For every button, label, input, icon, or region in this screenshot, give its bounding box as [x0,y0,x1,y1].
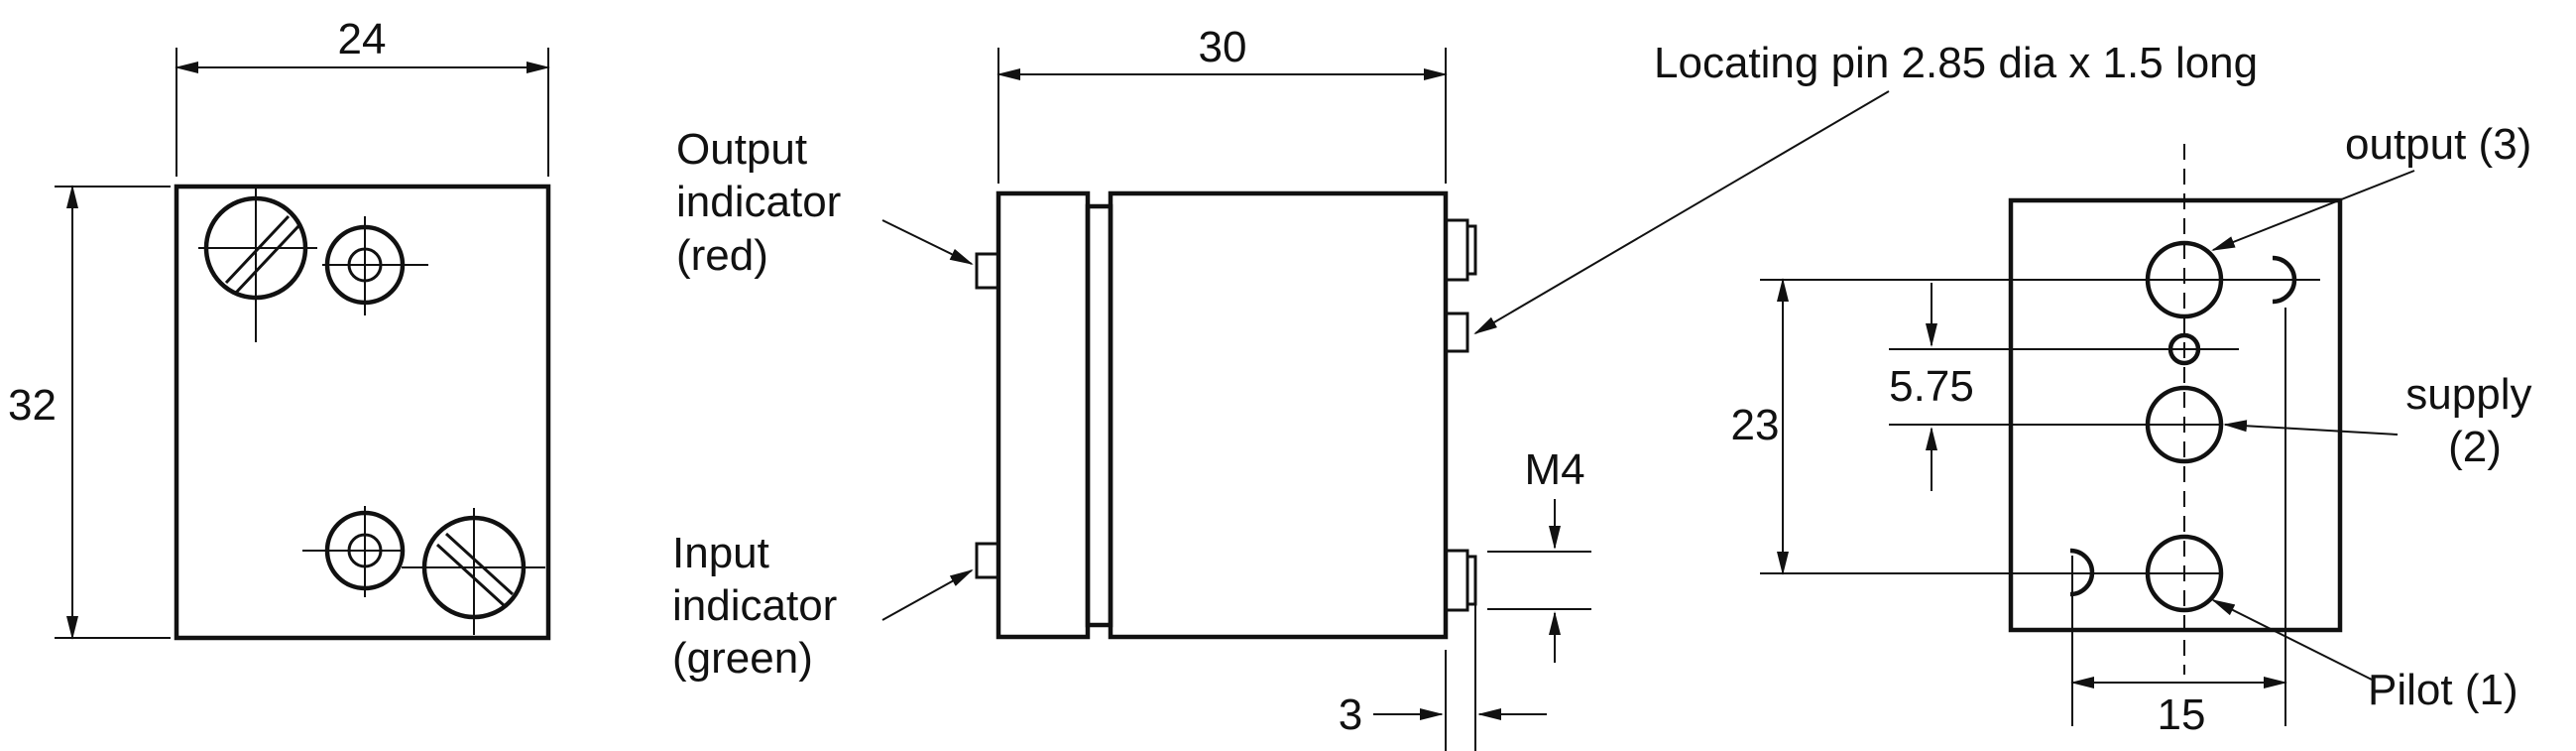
dimension-pin-offset: 3 [1339,690,1362,739]
slotted-screw-top [198,188,317,342]
front-view: 24 32 [8,15,551,641]
input-indicator-line1: Input [672,529,769,577]
port-top-right [322,216,428,315]
dimension-rear-spacing: 23 [1731,401,1780,449]
dimension-thread: M4 [1524,445,1584,494]
dimension-front-height: 32 [8,381,57,430]
rear-body-outline [2008,197,2343,633]
supply-port-line2: (2) [2448,423,2502,471]
output-indicator-line1: Output [676,125,807,174]
side-body-outline [1108,190,1449,640]
output-port-label: output (3) [2345,120,2531,169]
supply-port-line1: supply [2405,370,2531,419]
output-indicator-nub [975,252,1000,290]
input-indicator-nub [975,542,1000,579]
input-indicator-label: Input indicator (green) [672,529,850,683]
body-gap [1085,203,1113,628]
rear-view: 23 5.75 15 output (3) supply (2) Pilot (… [1731,120,2543,739]
dimension-rear-width: 15 [2158,690,2206,739]
dimension-front-width: 24 [338,15,387,63]
output-indicator-label: Output indicator (red) [676,125,854,280]
pilot-port-label: Pilot (1) [2368,666,2518,714]
locating-pin [1444,312,1469,353]
slotted-screw-bottom [402,508,545,635]
output-indicator-line2: indicator [676,178,841,226]
fitting-top [1444,218,1469,282]
indicator-block [995,190,1091,640]
input-indicator-line2: indicator [672,581,837,630]
port-bottom-left [302,506,406,597]
dimension-side-length: 30 [1199,23,1247,71]
front-body-outline [174,184,551,641]
output-indicator-line3: (red) [676,231,768,280]
locating-pin-label: Locating pin 2.85 dia x 1.5 long [1654,39,2258,87]
input-indicator-line3: (green) [672,634,813,683]
dimension-rear-offset: 5.75 [1889,362,1974,411]
side-view: 30 Locating pin 2.85 dia x 1.5 long Outp… [672,23,2258,751]
supply-port-label: supply (2) [2405,370,2543,471]
fitting-bottom [1444,549,1469,612]
